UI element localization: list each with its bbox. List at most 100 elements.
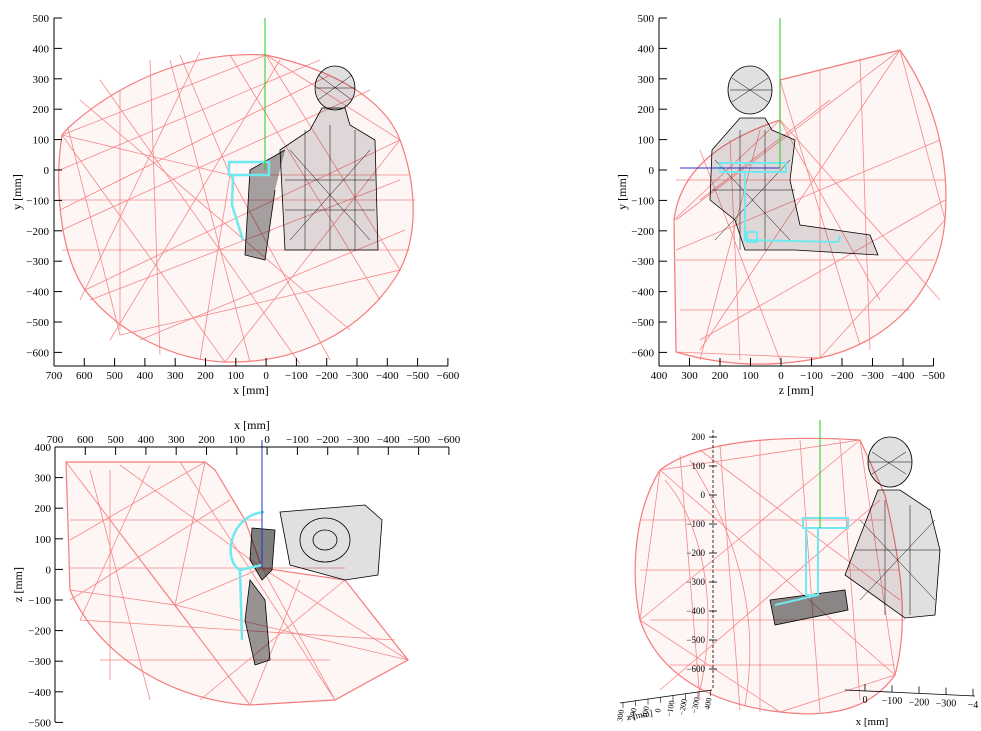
panel-side-view: 400 300 200 100 0 −100 −200 −300 −400 −500 z [mm] 5… [615, 13, 947, 397]
y-tick-label: −600 [631, 347, 654, 359]
y-tick-label: 400 [638, 43, 655, 55]
y-tick-label: 100 [692, 461, 706, 471]
robot-arm [774, 517, 849, 606]
x-tick-label: −200 [315, 370, 338, 382]
x-tick-label: −400 [376, 370, 399, 382]
y-tick-label: −200 [686, 548, 705, 558]
x-tick-label: −500 [922, 370, 945, 382]
x-tick-label: 0 [263, 370, 269, 382]
workspace-wireframe [634, 437, 905, 715]
y-tick-label: 300 [638, 74, 655, 86]
x-tick-label: −4 [968, 700, 979, 711]
x-tick-label: 200 [198, 434, 215, 446]
y-tick-label: 0 [44, 165, 50, 177]
z-tick-label: 300 [615, 709, 626, 722]
y-tick-label: −600 [26, 347, 49, 359]
y-tick-label: −200 [26, 226, 49, 238]
x-axis-label: z [mm] [779, 383, 814, 397]
x-tick-label: −300 [936, 699, 957, 710]
z-axis-label: z [mm] [626, 708, 654, 722]
x-tick-label: −300 [346, 370, 369, 382]
x-tick-label: −100 [285, 370, 308, 382]
y-tick-label: 0 [701, 490, 706, 500]
y-tick-label: −500 [26, 317, 49, 329]
x-tick-label: −100 [800, 370, 823, 382]
x-tick-label: 200 [712, 370, 729, 382]
y-tick-label: −500 [686, 635, 705, 645]
x-tick-label: 100 [742, 370, 759, 382]
y-tick-label: −100 [26, 195, 49, 207]
panel-perspective-view: 2001000−100−200−300−400−500−6000−100−200… [615, 420, 978, 728]
y-axis-label: z [mm] [11, 567, 25, 602]
y-tick-label: 0 [649, 165, 655, 177]
x-axis-label: x [mm] [856, 716, 889, 728]
z-tick-label: 100 [640, 705, 651, 718]
x-tick-label: −200 [831, 370, 854, 382]
x-tick-label: −500 [407, 434, 430, 446]
y-tick-label: −300 [28, 656, 51, 668]
x-tick-label: −300 [861, 370, 884, 382]
y-axis-label: y [mm] [10, 174, 24, 210]
x-tick-label: 100 [229, 434, 246, 446]
y-tick-label: 100 [35, 534, 52, 546]
y-tick-label: −300 [686, 577, 705, 587]
x-tick-label: 0 [863, 695, 868, 706]
x-tick-label: 300 [167, 370, 184, 382]
x-tick-label: 0 [778, 370, 784, 382]
z-tick-label: −100 [665, 700, 677, 718]
x-tick-label: −100 [882, 696, 903, 707]
y-tick-label: 300 [33, 74, 50, 86]
axes-side: 400 300 200 100 0 −100 −200 −300 −400 −500 z [mm] 5… [615, 13, 945, 397]
y-tick-label: −400 [28, 687, 51, 699]
y-axis-label: y [mm] [615, 174, 629, 210]
z-tick-label: 400 [703, 697, 714, 710]
y-tick-label: −300 [631, 256, 654, 268]
x-axis-label: x [mm] [234, 418, 270, 432]
x-tick-label: 300 [168, 434, 185, 446]
y-tick-label: 200 [638, 104, 655, 116]
y-tick-label: 200 [35, 503, 52, 515]
workspace-wireframe [58, 51, 415, 365]
human-body-wireframe [244, 65, 379, 261]
y-tick-label: −200 [631, 226, 654, 238]
y-tick-label: 400 [35, 442, 52, 454]
x-axis-label: x [mm] [233, 383, 269, 397]
y-tick-label: −400 [631, 287, 654, 299]
workspace-wireframe [65, 461, 409, 706]
x-tick-label: 100 [228, 370, 245, 382]
y-tick-label: 100 [638, 135, 655, 147]
y-tick-label: −100 [28, 595, 51, 607]
human-body-wireframe [769, 436, 941, 626]
human-body-wireframe [709, 65, 879, 256]
robot-arm [719, 162, 841, 244]
y-tick-label: 200 [692, 432, 706, 442]
x-tick-label: −100 [286, 434, 309, 446]
x-tick-label: 400 [651, 370, 668, 382]
x-tick-label: 500 [107, 434, 124, 446]
z-tick-label: 200 [628, 707, 639, 720]
x-tick-label: 600 [76, 370, 93, 382]
x-tick-label: 700 [46, 370, 63, 382]
x-tick-label: 300 [681, 370, 698, 382]
x-tick-label: 0 [264, 434, 270, 446]
x-tick-label: −600 [438, 434, 461, 446]
y-tick-label: 300 [35, 473, 52, 485]
human-body-wireframe [244, 504, 383, 666]
y-tick-label: −600 [686, 664, 705, 674]
x-tick-label: 400 [137, 370, 154, 382]
y-tick-label: −200 [28, 626, 51, 638]
z-tick-label: −300 [690, 696, 702, 714]
y-tick-label: 0 [46, 564, 52, 576]
y-tick-label: −400 [26, 287, 49, 299]
y-tick-label: −500 [631, 317, 654, 329]
x-tick-label: −400 [377, 434, 400, 446]
z-tick-label: −200 [677, 698, 689, 716]
y-tick-label: 500 [638, 13, 655, 25]
workspace-wireframe [673, 49, 947, 365]
x-tick-label: −200 [909, 697, 930, 708]
y-tick-label: −500 [28, 717, 51, 729]
